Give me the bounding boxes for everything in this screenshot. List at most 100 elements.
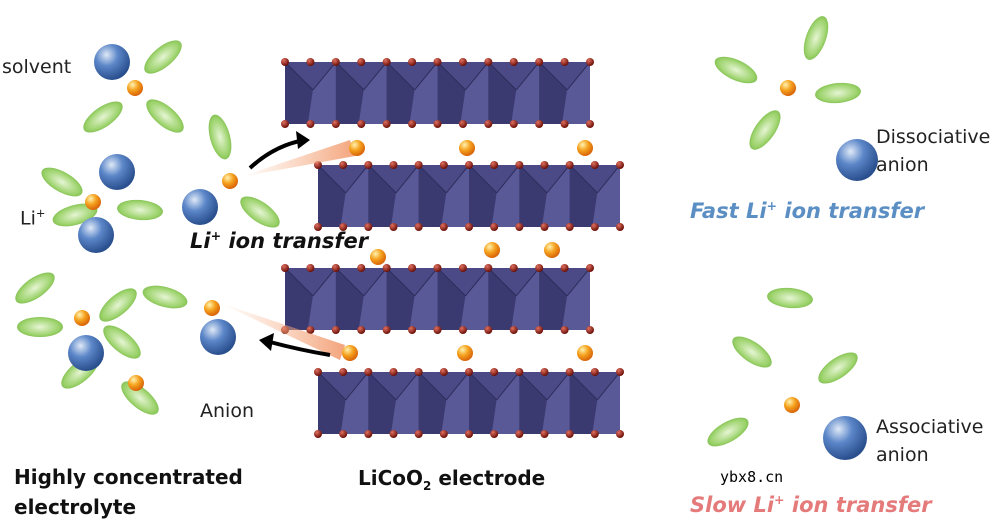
oxygen-atom <box>389 430 398 438</box>
oxygen-atom <box>389 368 398 376</box>
edge <box>468 164 498 194</box>
oxygen-atom <box>439 223 448 231</box>
anion-sphere <box>78 217 114 253</box>
oxygen-atom <box>560 264 569 272</box>
transfer-trail <box>220 303 345 360</box>
oxygen-atom <box>484 326 493 334</box>
edge <box>445 371 470 401</box>
oxygen-atom <box>382 58 391 66</box>
octahedron-face <box>491 165 520 227</box>
edge <box>538 267 568 297</box>
oxygen-atom <box>306 264 315 272</box>
oxygen-atom <box>616 161 624 169</box>
octahedron-face <box>418 372 447 434</box>
oxygen-atom <box>314 368 322 376</box>
oxygen-atom <box>439 368 448 376</box>
edge <box>284 267 314 297</box>
octahedron-face <box>340 372 369 434</box>
oxygen-atom <box>586 58 594 66</box>
edge <box>566 267 591 297</box>
edge <box>596 371 621 401</box>
oxygen-atom <box>616 368 624 376</box>
watermark: ybx8.cn <box>720 468 784 486</box>
edge <box>538 61 568 91</box>
solvent-label: solvent <box>2 56 72 78</box>
fast-transfer-label: Fast Li+ ion transfer <box>690 198 924 224</box>
octahedron-face <box>519 165 548 227</box>
octahedron-face <box>592 372 620 434</box>
octahedron-face <box>569 372 598 434</box>
octahedron-face <box>340 165 369 227</box>
anion-sphere <box>200 319 236 355</box>
octahedron-face <box>368 372 397 434</box>
octahedron-face <box>335 268 364 330</box>
arrow-icon <box>269 340 331 357</box>
octahedron-face <box>562 62 590 124</box>
octahedron-face <box>368 165 397 227</box>
octahedron-face <box>386 268 415 330</box>
solvent-molecule <box>117 199 163 221</box>
oxygen-atom <box>586 326 594 334</box>
edge <box>414 61 438 91</box>
li-text: Li <box>20 207 36 230</box>
li-label: Li+ <box>20 206 46 230</box>
oxygen-atom <box>509 58 518 66</box>
edge <box>418 164 447 194</box>
octahedron-face <box>318 165 346 227</box>
anion-sphere <box>68 335 104 371</box>
oxygen-atom <box>281 120 289 128</box>
edge <box>345 164 369 194</box>
slow-transfer-label: Slow Li+ ion transfer <box>690 492 932 518</box>
dissociative-line2: anion <box>876 154 929 176</box>
oxygen-atom <box>414 161 423 169</box>
transfer-trail <box>240 140 355 177</box>
anion-sphere <box>99 154 135 190</box>
solvent-molecule <box>121 381 159 415</box>
transfer-trails <box>220 131 355 360</box>
oxygen-atom <box>484 264 493 272</box>
hce-line2: electrolyte <box>14 495 137 519</box>
transfer-suffix: ion transfer <box>221 229 369 253</box>
edge <box>546 164 571 194</box>
arrow-head-icon <box>296 131 310 149</box>
edge <box>363 267 388 297</box>
edge <box>367 164 397 194</box>
octahedron-face <box>390 165 419 227</box>
oxygen-atom <box>357 326 366 334</box>
edge <box>487 61 517 91</box>
oxygen-atom <box>560 58 569 66</box>
electrode-sub: 2 <box>423 479 432 493</box>
solvent-molecule <box>714 56 758 84</box>
slow-prefix: Slow Li <box>690 493 775 517</box>
oxygen-atom <box>414 368 423 376</box>
oxygen-atom <box>357 264 366 272</box>
licoo2-layer <box>281 58 594 128</box>
edge <box>445 164 470 194</box>
edge <box>496 164 520 194</box>
oxygen-atom <box>439 430 448 438</box>
edge <box>437 267 466 297</box>
edge <box>465 267 489 297</box>
li-sup: + <box>35 206 46 220</box>
slow-sup: + <box>774 492 785 507</box>
edge <box>395 371 420 401</box>
edge <box>496 371 520 401</box>
edge <box>312 61 337 91</box>
octahedron-face <box>511 62 540 124</box>
solvent-molecule <box>767 287 813 309</box>
oxygen-atom <box>382 326 391 334</box>
oxygen-atom <box>484 58 493 66</box>
oxygen-atom <box>465 430 473 438</box>
edge <box>363 61 388 91</box>
solvent-molecule <box>208 114 232 160</box>
octahedron-face <box>469 372 497 434</box>
oxygen-atom <box>540 368 549 376</box>
oxygen-atom <box>565 430 574 438</box>
edge <box>518 164 548 194</box>
arrow-head-icon <box>259 333 274 351</box>
octahedron-face <box>441 165 469 227</box>
oxygen-atom <box>433 264 442 272</box>
oxygen-atom <box>515 430 524 438</box>
